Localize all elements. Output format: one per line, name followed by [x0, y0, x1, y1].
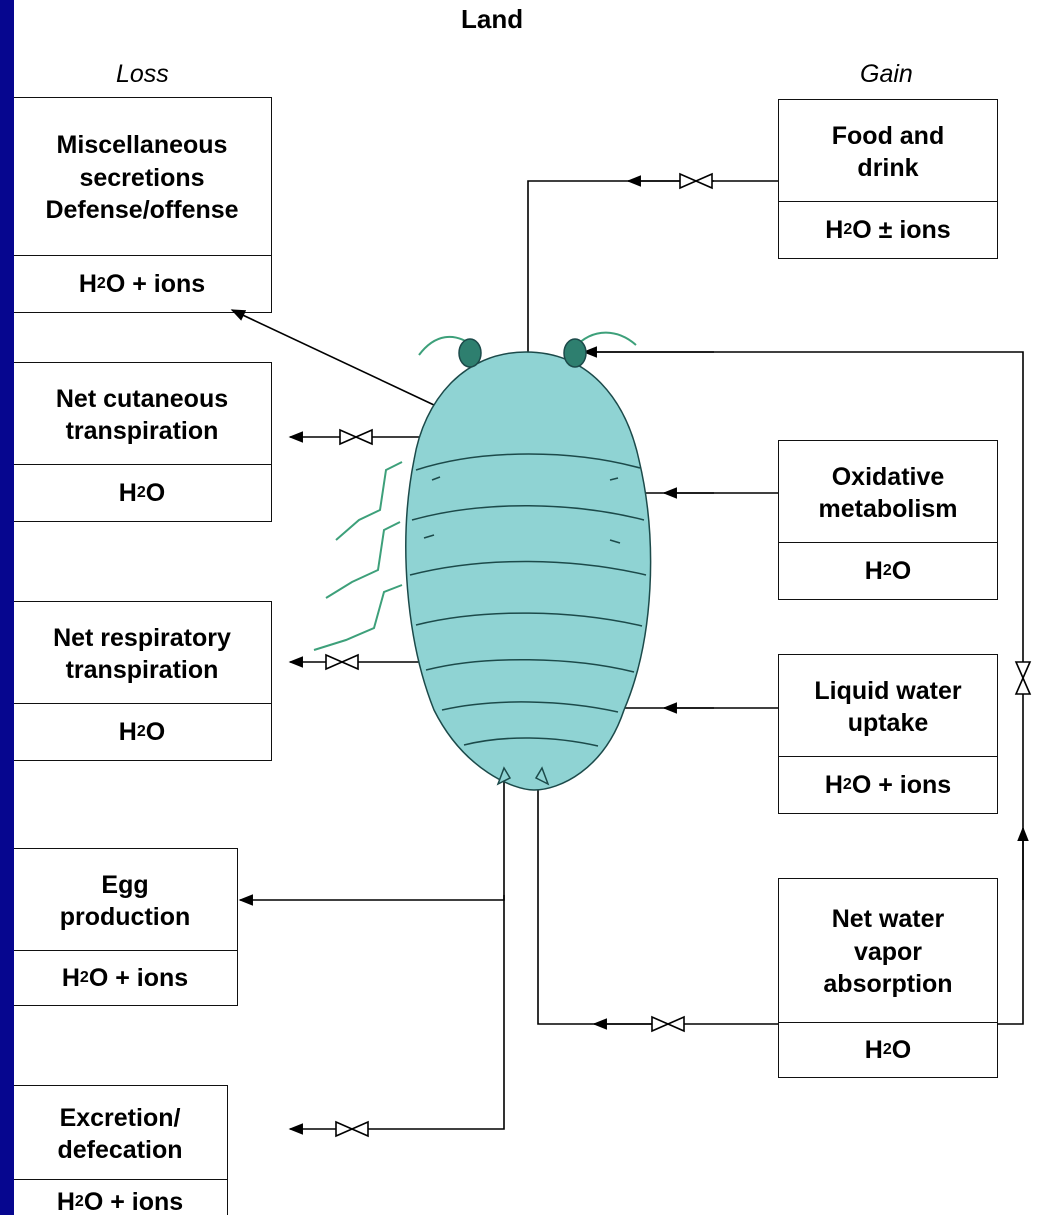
- diagram-canvas: Land Loss Gain Miscellaneous secretions …: [14, 0, 1044, 1215]
- valve-icon: [680, 174, 712, 188]
- valve-icon: [336, 1122, 368, 1136]
- valve-icon: [1016, 662, 1030, 694]
- valve-icon: [326, 655, 358, 669]
- valve-icon: [340, 430, 372, 444]
- arrow-excretion: [290, 895, 504, 1129]
- arrow-misc-secretions: [232, 310, 434, 405]
- arrow-vapor-bottom: [538, 770, 778, 1024]
- valve-icon: [652, 1017, 684, 1031]
- isopod-illustration: [314, 333, 651, 790]
- arrow-food: [528, 181, 778, 352]
- connector-lines: [14, 0, 1044, 1215]
- arrow-vapor-right: [580, 352, 1023, 1024]
- arrow-egg: [240, 770, 504, 900]
